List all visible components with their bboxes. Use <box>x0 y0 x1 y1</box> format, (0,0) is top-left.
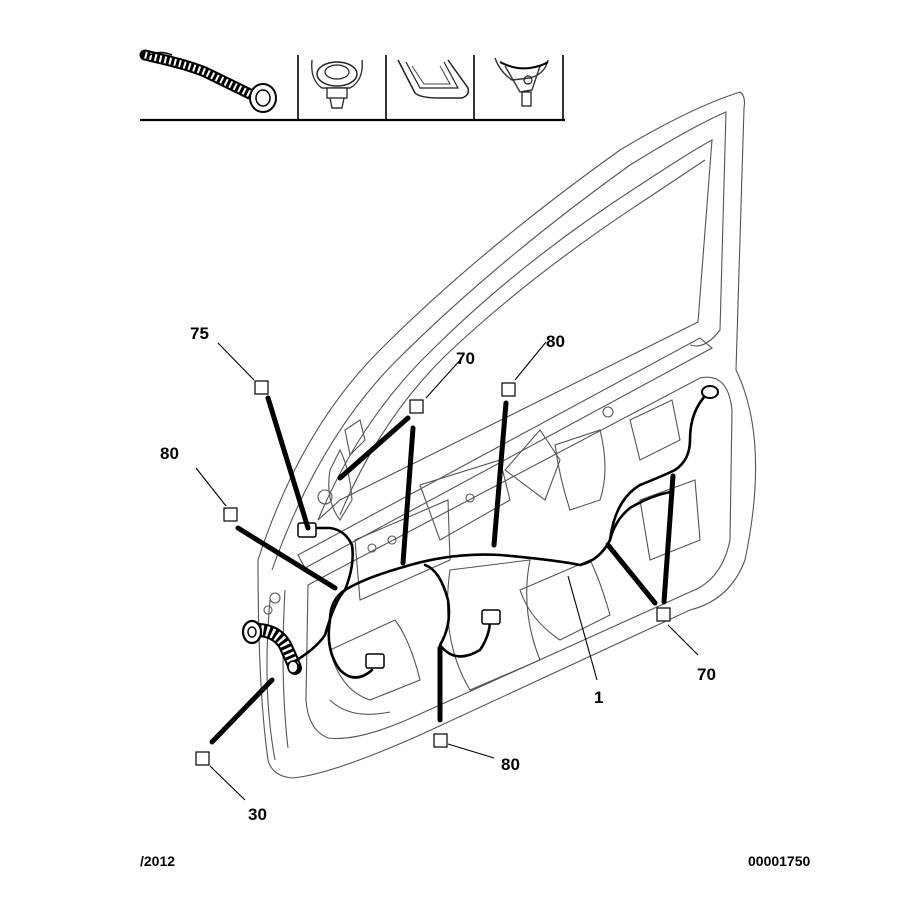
callout-leaders <box>195 341 699 801</box>
door-panel <box>257 91 757 779</box>
clip-fastener-icon <box>311 59 363 109</box>
footer-date: /2012 <box>140 853 175 869</box>
hinge-grommet-icon <box>241 619 302 675</box>
component-strip <box>139 49 565 122</box>
callout-80-lower: 80 <box>501 755 520 774</box>
callout-75: 75 <box>190 324 209 343</box>
callout-30: 30 <box>248 805 267 824</box>
callout-70-upper: 70 <box>456 349 475 368</box>
wiring-harness-grommet-icon <box>139 49 277 113</box>
grommet-plug-icon <box>397 59 470 99</box>
callout-70-right: 70 <box>697 665 716 684</box>
footer: /2012 00001750 <box>140 853 811 869</box>
callout-80-upper: 80 <box>546 332 565 351</box>
connector-bracket-icon <box>494 57 549 107</box>
callout-1: 1 <box>594 688 603 707</box>
footer-reference: 00001750 <box>748 853 811 869</box>
callout-80-left: 80 <box>160 444 179 463</box>
callout-labels: 75 70 80 80 70 1 80 30 <box>160 324 716 824</box>
